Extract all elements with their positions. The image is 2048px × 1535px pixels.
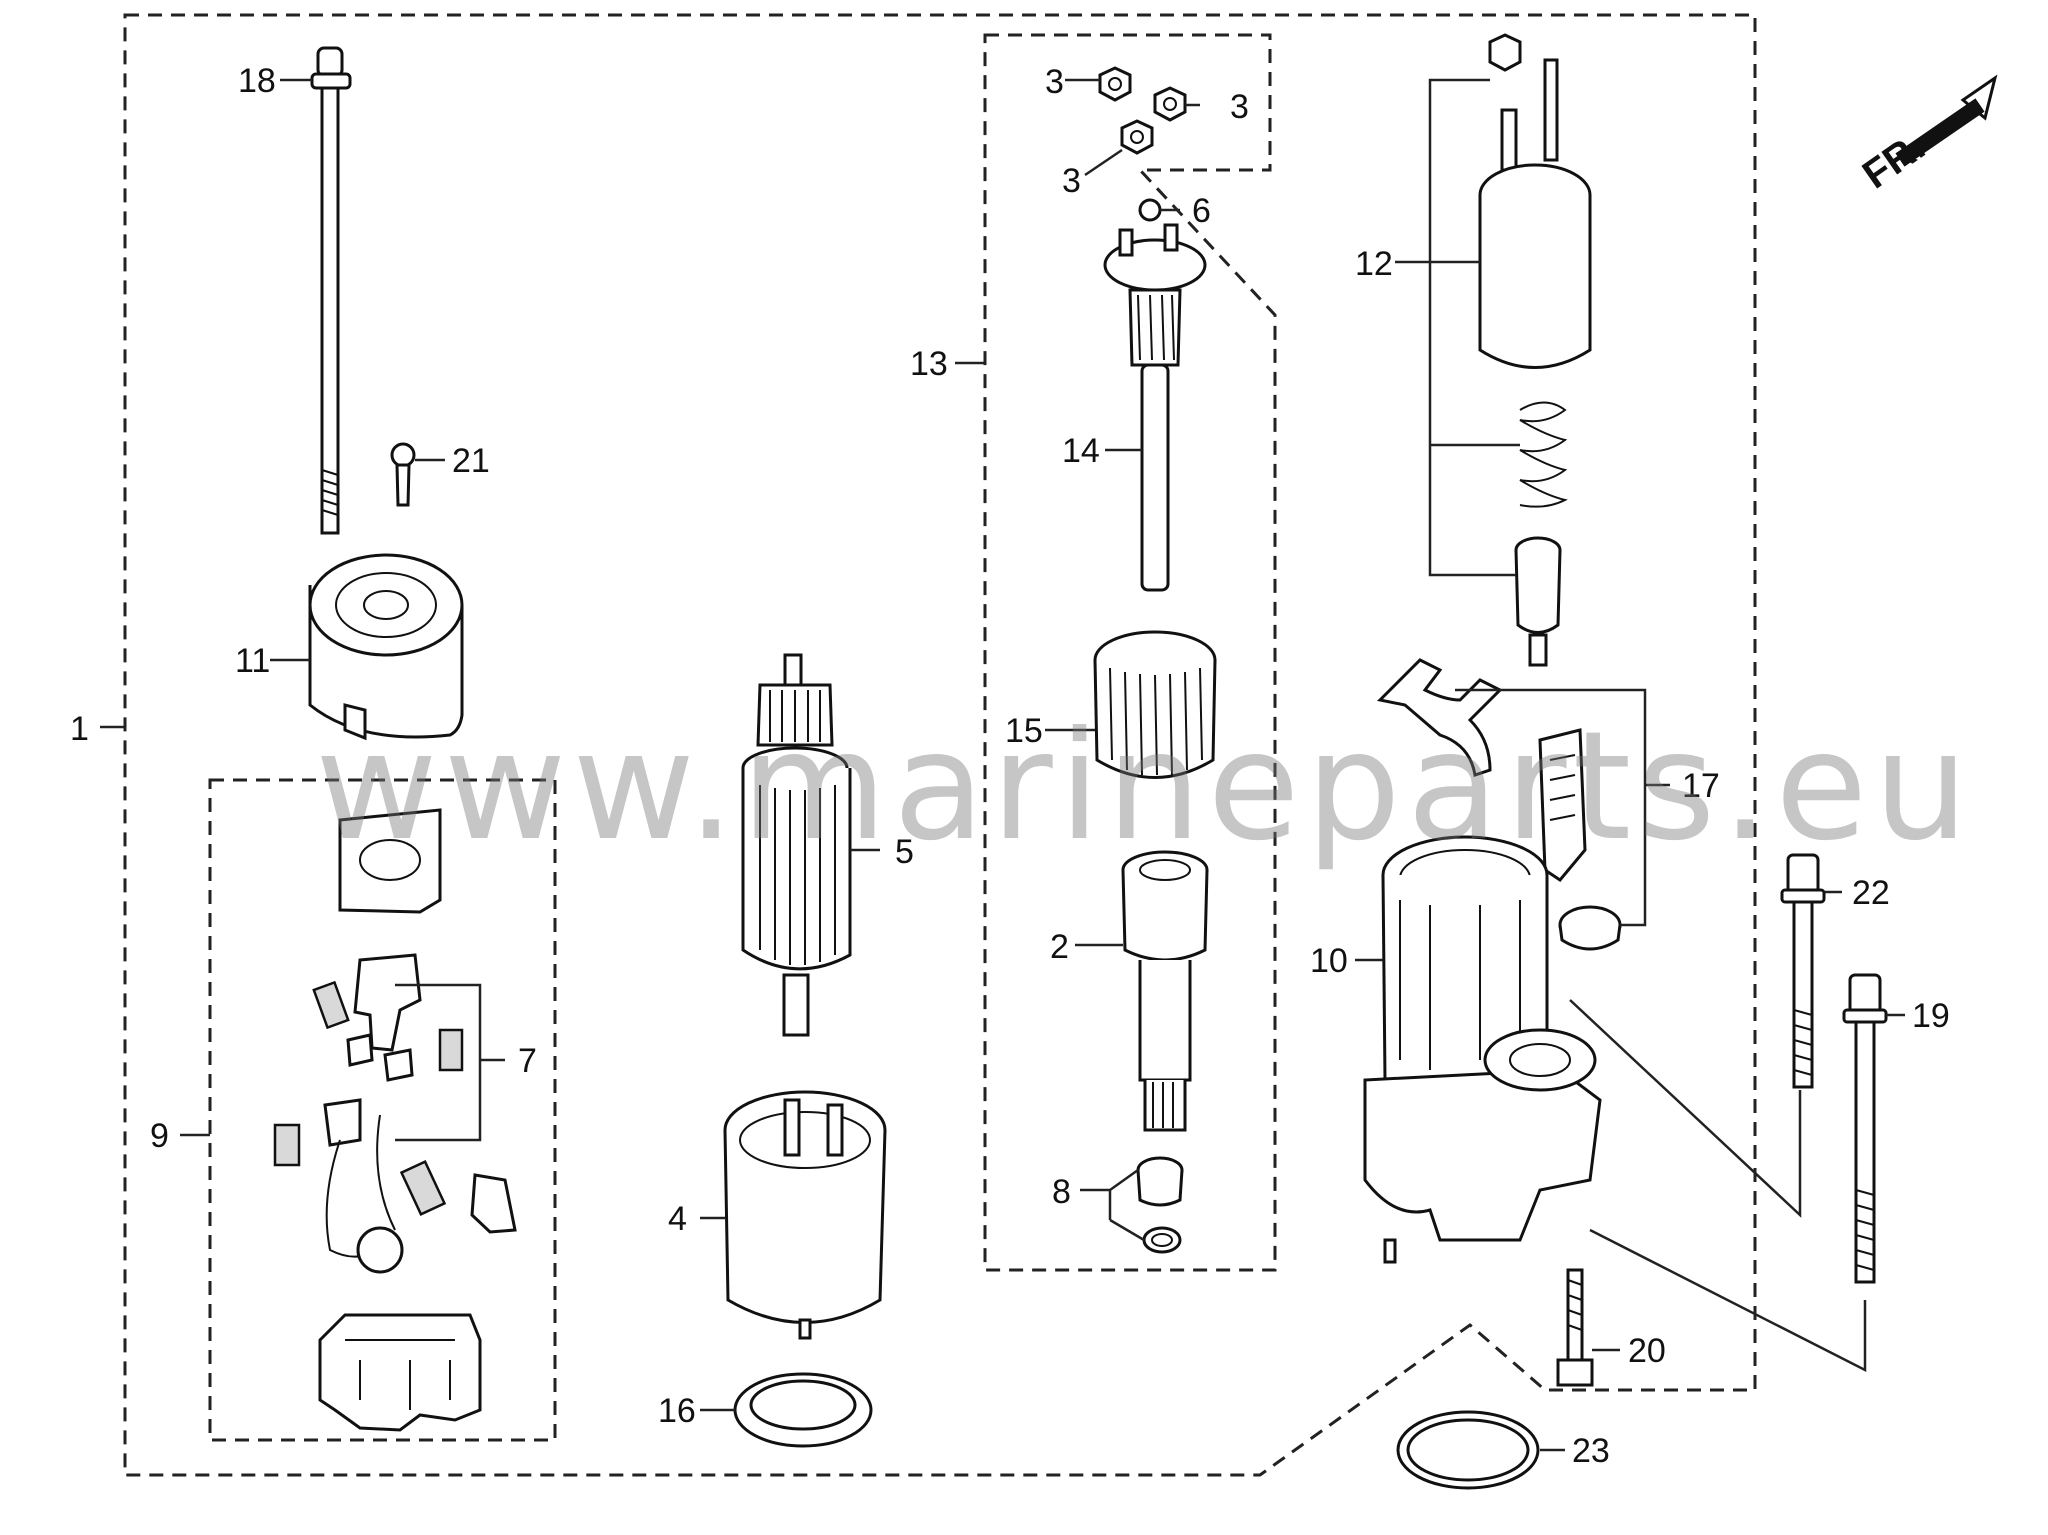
callout-17: 17 [1682, 767, 1720, 805]
solenoid-spring [1519, 401, 1568, 508]
callout-15: 15 [1005, 712, 1043, 750]
callout-23: 23 [1572, 1432, 1610, 1470]
assembly-1-frame [123, 13, 1757, 1477]
callout-7: 7 [518, 1042, 537, 1080]
o-ring-23 [1396, 1410, 1540, 1490]
nut-3b [1153, 86, 1187, 122]
brush-plate [338, 808, 442, 914]
callout-1: 1 [70, 710, 89, 748]
grommet-16 [733, 1372, 873, 1448]
callout-11: 11 [235, 642, 270, 680]
bolt-19 [1842, 973, 1888, 1284]
shift-lever-17 [1376, 658, 1503, 777]
assembly-13-frame [983, 33, 1277, 1272]
callout-19: 19 [1912, 997, 1950, 1035]
callout-9: 9 [150, 1117, 169, 1155]
callout-6: 6 [1192, 192, 1211, 230]
stop-ring-8a [1136, 1156, 1184, 1207]
yoke-4 [723, 1090, 887, 1340]
bolt-22 [1780, 853, 1826, 1089]
gear-shaft-14 [1103, 223, 1207, 592]
callout-21: 21 [452, 442, 490, 480]
callout-16: 16 [658, 1392, 696, 1430]
bolt-20 [1556, 1268, 1594, 1387]
brush-holder-assembly [318, 1098, 517, 1432]
front-direction-arrow-icon: FR. [1855, 74, 1998, 197]
snap-ring-8b [1142, 1226, 1182, 1254]
callout-labels: 1 2 3 3 3 4 5 6 7 8 9 10 11 12 13 14 15 … [70, 62, 1950, 1470]
cap-disc [1558, 905, 1622, 951]
callout-4: 4 [668, 1200, 687, 1238]
callout-13: 13 [910, 345, 948, 383]
screw-21 [390, 442, 416, 507]
solenoid-12 [1478, 33, 1592, 369]
o-ring-6 [1138, 198, 1162, 222]
callout-18: 18 [238, 62, 276, 100]
callout-5: 5 [895, 833, 914, 871]
callout-20: 20 [1628, 1332, 1666, 1370]
lever-packing [1538, 728, 1587, 882]
pinion-clutch-2 [1121, 850, 1209, 1132]
nut-3c [1120, 119, 1154, 155]
leader-lines [100, 78, 1905, 1452]
callout-3a: 3 [1045, 63, 1064, 101]
watermark-text: www.marineparts.eu [315, 700, 1975, 874]
callout-22: 22 [1852, 874, 1890, 912]
internal-gear-15 [1093, 630, 1217, 779]
nut-3a [1098, 66, 1132, 102]
rear-cover-11 [308, 553, 464, 741]
brush-set-7 [273, 953, 464, 1217]
callout-8: 8 [1052, 1173, 1071, 1211]
callout-3c: 3 [1062, 162, 1081, 200]
brush-holder-frame [208, 778, 557, 1442]
armature-5 [741, 653, 852, 1037]
callout-14: 14 [1062, 432, 1100, 470]
front-bracket-10 [1363, 835, 1602, 1264]
plunger [1514, 536, 1562, 667]
callout-3b: 3 [1230, 88, 1249, 126]
callout-2: 2 [1050, 928, 1069, 966]
front-direction-label: FR. [1855, 124, 1933, 197]
callout-10: 10 [1310, 942, 1348, 980]
through-bolt-18 [310, 46, 352, 535]
callout-12: 12 [1355, 245, 1393, 283]
